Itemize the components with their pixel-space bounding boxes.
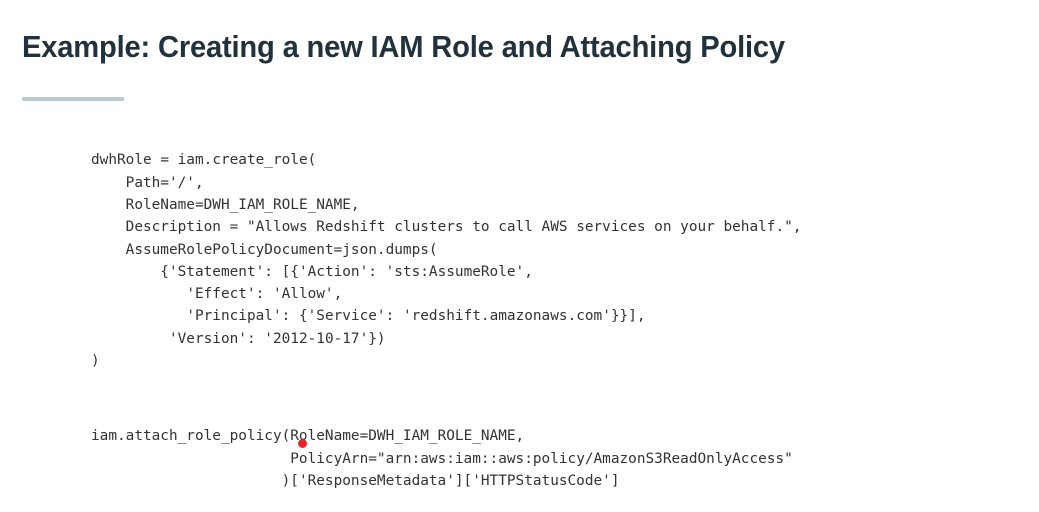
- code-token-default: (: [428, 241, 438, 258]
- code-token-operator: =: [333, 241, 343, 258]
- code-token-default: :: [368, 263, 386, 280]
- code-token-function: attach_role_policy: [125, 428, 282, 445]
- code-token-default: json.: [342, 241, 386, 258]
- code-token-default: (RoleName: [281, 428, 360, 445]
- code-token-string: 'Action': [298, 263, 369, 280]
- code-token-string: 'HTTPStatusCode': [472, 472, 611, 489]
- red-bullet-marker-icon: [298, 439, 307, 448]
- code-token-default: :: [255, 286, 273, 303]
- code-token-default: RoleName: [91, 196, 195, 213]
- code-token-default: ,: [792, 219, 802, 236]
- code-token-default: : [{: [264, 263, 299, 280]
- code-token-default: )[: [91, 472, 299, 489]
- code-token-default: Path: [91, 174, 161, 191]
- code-token-default: (: [307, 152, 317, 169]
- code-token-operator: =: [194, 196, 204, 213]
- code-token-string: "arn:aws:iam::aws:policy/AmazonS3ReadOnl…: [376, 450, 793, 467]
- code-token-default: PolicyArn: [91, 450, 369, 467]
- code-token-operator: =: [359, 428, 369, 445]
- code-token-default: iam.: [91, 428, 126, 445]
- code-token-string: 'Principal': [186, 308, 282, 325]
- code-token-default: DWH_IAM_ROLE_NAME,: [368, 428, 525, 445]
- code-block-create-role: dwhRole = iam.create_role( Path='/', Rol…: [91, 149, 801, 372]
- code-token-string: 'Service': [307, 308, 386, 325]
- code-token-string: 'ResponseMetadata': [298, 472, 455, 489]
- code-token-default: ][: [454, 472, 473, 489]
- code-token-default: :: [246, 330, 265, 347]
- code-line: RoleName=DWH_IAM_ROLE_NAME,: [91, 194, 801, 216]
- code-line: Description = "Allows Redshift clusters …: [91, 216, 802, 238]
- code-line: AssumeRolePolicyDocument=json.dumps(: [91, 239, 801, 261]
- code-line: 'Principal': {'Service': 'redshift.amazo…: [91, 305, 801, 327]
- code-token-operator: =: [368, 450, 377, 467]
- code-token-default: ,: [333, 286, 343, 303]
- code-token-default: Description: [91, 219, 230, 236]
- code-token-default: ,: [194, 174, 204, 191]
- code-line: iam.attach_role_policy(RoleName=DWH_IAM_…: [91, 425, 793, 447]
- code-token-string: '2012-10-17': [264, 330, 369, 347]
- code-token-default: ,: [524, 263, 533, 280]
- code-line: 'Effect': 'Allow',: [91, 283, 801, 305]
- code-token-default: [91, 286, 186, 302]
- code-line: {'Statement': [{'Action': 'sts:AssumeRol…: [91, 261, 801, 283]
- code-token-default: [91, 308, 186, 324]
- code-line: Path='/',: [91, 172, 801, 194]
- code-line: dwhRole = iam.create_role(: [91, 149, 801, 171]
- code-token-default: : {: [281, 308, 308, 325]
- code-token-default: AssumeRolePolicyDocument: [91, 241, 334, 258]
- title-divider: [22, 97, 124, 101]
- code-token-string: "Allows Redshift clusters to call AWS se…: [238, 219, 793, 236]
- code-line: ): [91, 350, 801, 372]
- code-block-attach-role-policy: iam.attach_role_policy(RoleName=DWH_IAM_…: [91, 425, 793, 492]
- code-token-operator: =: [229, 219, 239, 236]
- code-token-default: }}],: [610, 308, 646, 325]
- code-token-default: }): [368, 330, 386, 347]
- code-line: )['ResponseMetadata']['HTTPStatusCode']: [91, 470, 793, 492]
- code-token-default: [91, 331, 169, 347]
- code-token-string: 'Statement': [168, 263, 265, 280]
- code-token-default: DWH_IAM_ROLE_NAME,: [203, 196, 360, 213]
- code-token-function: dumps: [385, 241, 429, 258]
- code-token-default: {: [91, 263, 169, 280]
- code-token-operator: =: [160, 174, 169, 191]
- code-line: 'Version': '2012-10-17'}): [91, 328, 801, 350]
- page-title: Example: Creating a new IAM Role and Att…: [22, 28, 785, 64]
- code-line: PolicyArn="arn:aws:iam::aws:policy/Amazo…: [91, 448, 793, 470]
- code-token-string: 'Version': [168, 330, 247, 347]
- code-token-function: create_role: [212, 152, 308, 169]
- code-token-string: 'redshift.amazonaws.com': [402, 308, 611, 325]
- code-token-default: ]: [610, 472, 620, 489]
- code-token-default: :: [385, 308, 403, 325]
- code-token-default: ): [91, 353, 100, 370]
- code-token-operator: =: [160, 152, 169, 169]
- code-token-string: 'Allow': [272, 286, 334, 303]
- code-token-default: iam.: [168, 152, 213, 169]
- code-token-default: dwhRole: [91, 152, 161, 169]
- code-token-string: '/': [168, 174, 195, 191]
- code-token-string: 'sts:AssumeRole': [385, 263, 525, 280]
- code-token-string: 'Effect': [186, 286, 256, 303]
